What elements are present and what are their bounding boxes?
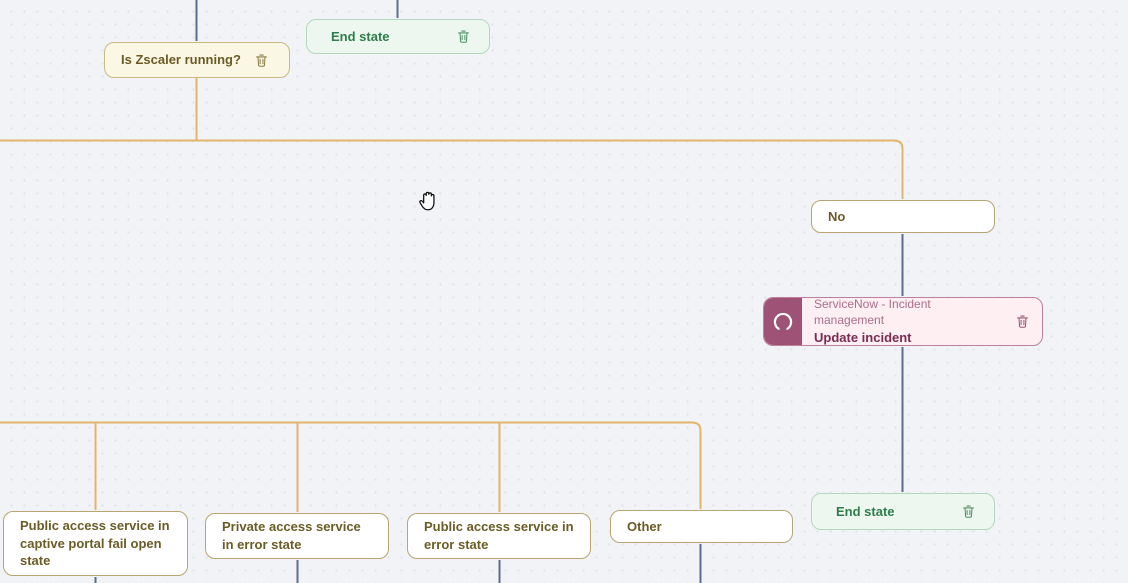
servicenow-icon: [764, 298, 802, 345]
trash-icon[interactable]: [254, 53, 269, 68]
action-app-name: ServiceNow - Incident management: [814, 297, 1003, 328]
branch-node-private-error[interactable]: Private access service in error state: [205, 513, 389, 559]
end-state-node-top[interactable]: End state: [306, 19, 490, 54]
branch-node-no[interactable]: No: [811, 200, 995, 233]
trash-icon[interactable]: [961, 504, 976, 519]
end-state-label: End state: [836, 503, 895, 521]
connector-branch-rail-bottom: [0, 423, 701, 510]
branch-node-captive-portal[interactable]: Public access service in captive portal …: [3, 511, 188, 576]
end-state-node-bottom[interactable]: End state: [811, 493, 995, 530]
action-node-texts: ServiceNow - Incident management Update …: [814, 297, 1003, 346]
action-title: Update incident: [814, 329, 1003, 346]
branch-node-label: Public access service in captive portal …: [20, 517, 173, 570]
connector-branch-rail-top: [0, 141, 903, 200]
branch-node-other[interactable]: Other: [610, 510, 793, 543]
trash-icon[interactable]: [1015, 314, 1030, 329]
action-node-servicenow-update-incident[interactable]: ServiceNow - Incident management Update …: [763, 297, 1043, 346]
branch-node-label: No: [828, 208, 845, 226]
branch-node-label: Other: [627, 518, 662, 536]
question-node-is-zscaler-running[interactable]: Is Zscaler running?: [104, 42, 290, 78]
trash-icon[interactable]: [456, 29, 471, 44]
question-node-label: Is Zscaler running?: [121, 51, 241, 69]
end-state-label: End state: [331, 28, 390, 46]
branch-node-public-error[interactable]: Public access service in error state: [407, 513, 591, 559]
branch-node-label: Public access service in error state: [424, 518, 576, 553]
branch-node-label: Private access service in error state: [222, 518, 374, 553]
